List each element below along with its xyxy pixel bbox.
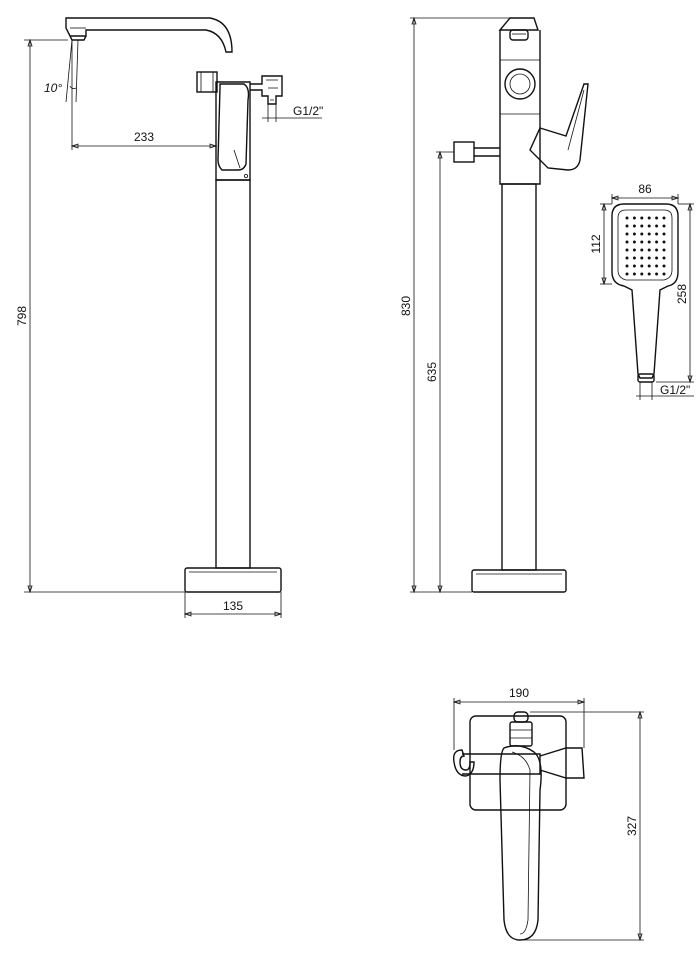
nozzle-dot — [662, 272, 666, 276]
nozzle-dot — [632, 264, 636, 268]
nozzle-dot — [655, 216, 659, 220]
nozzle-dot — [632, 272, 636, 276]
nozzle-dot — [640, 256, 644, 260]
nozzle-dot — [632, 256, 636, 260]
nozzle-dot — [632, 224, 636, 228]
top-hook — [452, 749, 475, 777]
side-height-label: 830 — [399, 296, 413, 316]
nozzle-dot — [640, 216, 644, 220]
hand-shower-outline — [611, 203, 679, 379]
front-angle-label: 10° — [44, 81, 62, 95]
nozzle-dot — [647, 264, 651, 268]
front-handle — [217, 83, 250, 171]
nozzle-dot — [655, 264, 659, 268]
side-outlet-height-label: 635 — [425, 362, 439, 382]
side-view: 830 635 — [399, 16, 589, 594]
nozzle-dot — [625, 248, 629, 252]
side-body — [499, 30, 541, 185]
front-reach-label: 233 — [134, 130, 154, 144]
nozzle-dot — [647, 232, 651, 236]
nozzle-dot — [647, 256, 651, 260]
front-diverter — [196, 71, 218, 93]
nozzle-dot — [625, 224, 629, 228]
side-base — [471, 569, 567, 593]
nozzle-dot — [647, 216, 651, 220]
front-shower-connector — [250, 75, 283, 105]
nozzle-dot — [662, 232, 666, 236]
nozzle-dot — [662, 216, 666, 220]
nozzle-dot — [662, 248, 666, 252]
top-view: 190 327 — [452, 686, 644, 942]
nozzle-dot — [625, 272, 629, 276]
side-handle — [529, 83, 589, 171]
nozzle-dot — [655, 256, 659, 260]
nozzle-dot — [662, 240, 666, 244]
front-height-label: 798 — [15, 306, 29, 326]
side-column — [501, 183, 537, 571]
nozzle-dot — [640, 232, 644, 236]
top-width-label: 190 — [509, 686, 529, 700]
nozzle-dot — [632, 248, 636, 252]
nozzle-dot — [655, 240, 659, 244]
nozzle-dot — [647, 248, 651, 252]
hand-shower: 86 112 258 G1/2" — [589, 182, 694, 400]
front-spout — [65, 17, 233, 53]
nozzle-dot — [647, 272, 651, 276]
hand-shower-head-height-label: 112 — [589, 234, 603, 253]
hand-shower-thread-label: G1/2" — [660, 383, 690, 397]
nozzle-dot — [655, 232, 659, 236]
nozzle-dot — [662, 264, 666, 268]
side-diverter-ring — [504, 68, 536, 100]
top-handle — [499, 745, 542, 941]
nozzle-dot — [655, 224, 659, 228]
nozzle-dot — [647, 224, 651, 228]
hand-shower-length-label: 258 — [675, 284, 689, 304]
nozzle-dot — [632, 240, 636, 244]
nozzle-dot — [632, 232, 636, 236]
nozzle-dot — [625, 232, 629, 236]
nozzle-dot — [640, 248, 644, 252]
hand-shower-width-label: 86 — [638, 182, 652, 196]
front-view: 10° 233 798 135 G1/2" — [15, 17, 323, 618]
nozzle-dot — [625, 240, 629, 244]
nozzle-dot — [640, 272, 644, 276]
front-base-width-label: 135 — [223, 599, 243, 613]
front-base — [184, 567, 282, 593]
nozzle-dot — [640, 264, 644, 268]
side-outlet — [453, 141, 475, 163]
nozzle-dot — [625, 256, 629, 260]
nozzle-dot — [647, 240, 651, 244]
nozzle-dot — [640, 224, 644, 228]
nozzle-dot — [655, 248, 659, 252]
nozzle-dot — [632, 216, 636, 220]
nozzle-dot — [625, 264, 629, 268]
front-thread-label: G1/2" — [293, 104, 323, 118]
nozzle-dot — [655, 272, 659, 276]
top-connector — [539, 747, 585, 779]
hand-shower-nozzles — [625, 216, 666, 276]
nozzle-dot — [625, 216, 629, 220]
nozzle-dot — [640, 240, 644, 244]
nozzle-dot — [662, 256, 666, 260]
front-column — [215, 179, 251, 569]
top-depth-label: 327 — [625, 816, 639, 836]
nozzle-dot — [662, 224, 666, 228]
side-top-cap — [498, 17, 539, 31]
